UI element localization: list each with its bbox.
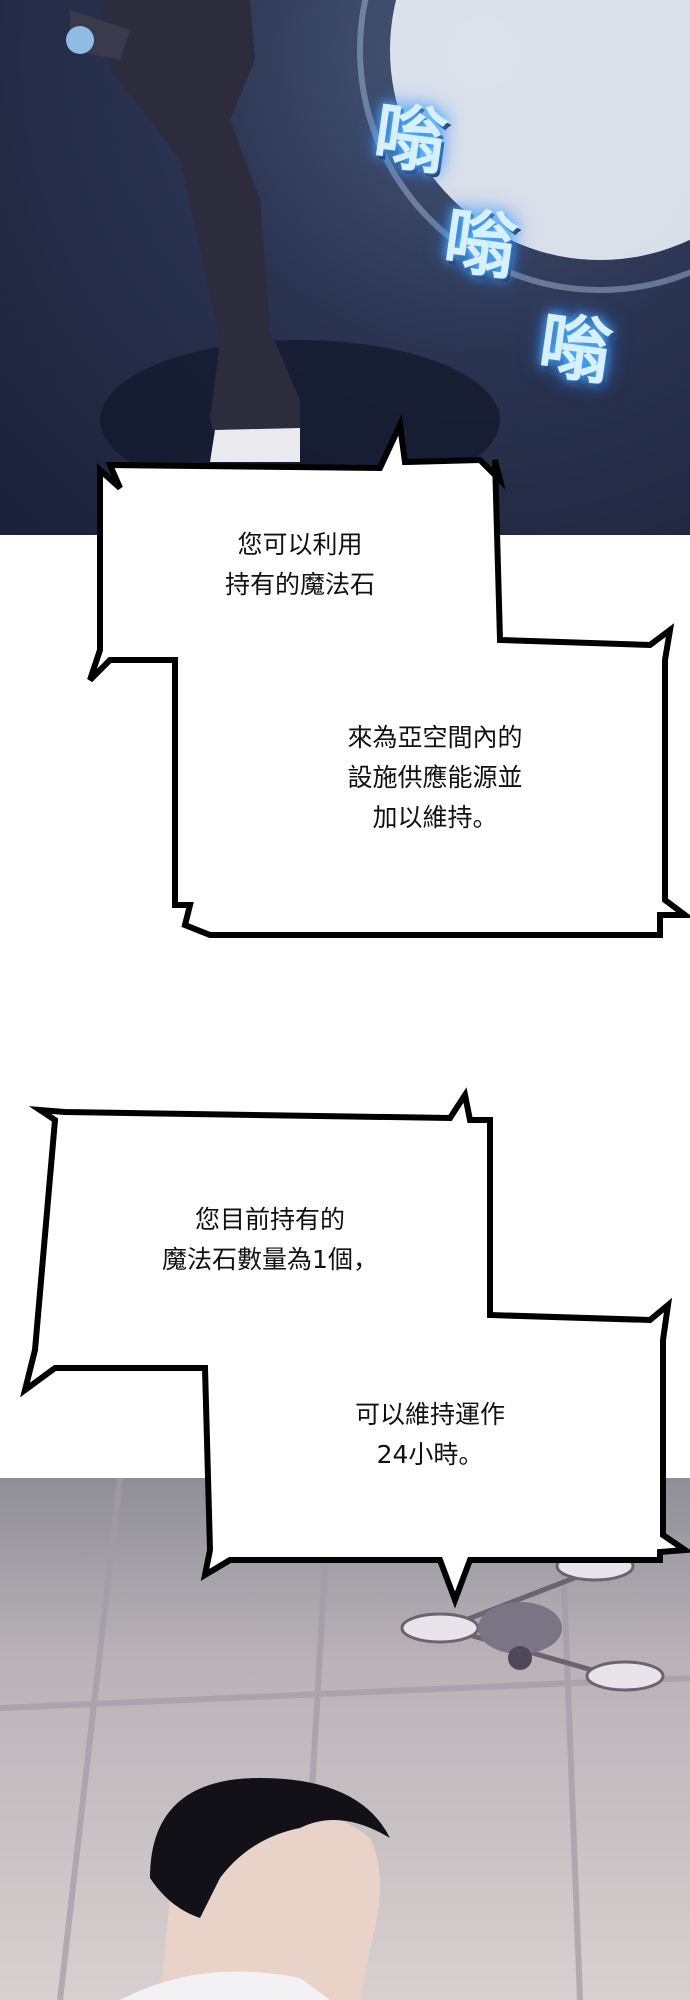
sfx-hum-3: 嗡 bbox=[533, 302, 617, 396]
figure-silhouette bbox=[100, 0, 300, 450]
sfx-hum-1: 嗡 bbox=[368, 92, 452, 186]
bubble2-text-a: 您目前持有的 魔法石數量為1個， bbox=[162, 1205, 378, 1274]
top-panel-art bbox=[66, 0, 690, 500]
drone bbox=[400, 1550, 665, 1692]
figure-shoe bbox=[210, 428, 300, 462]
bottom-panel-art bbox=[0, 1478, 690, 2000]
sfx-hum-2: 嗡 bbox=[438, 197, 522, 291]
glowing-orb bbox=[390, 0, 690, 260]
hand-glow bbox=[66, 26, 94, 54]
bubble2-text-b: 可以維持運作 24小時。 bbox=[354, 1400, 505, 1469]
bubble1-text-a: 您可以利用 持有的魔法石 bbox=[224, 530, 375, 599]
top-panel-night-scene: 嗡 嗡 嗡 bbox=[0, 0, 690, 535]
orb-halo bbox=[357, 0, 690, 293]
bottom-panel-hall-scene bbox=[0, 1478, 690, 2000]
character bbox=[120, 1778, 390, 2000]
bubble1-text-b: 來為亞空間內的 設施供應能源並 加以維持。 bbox=[347, 723, 523, 832]
